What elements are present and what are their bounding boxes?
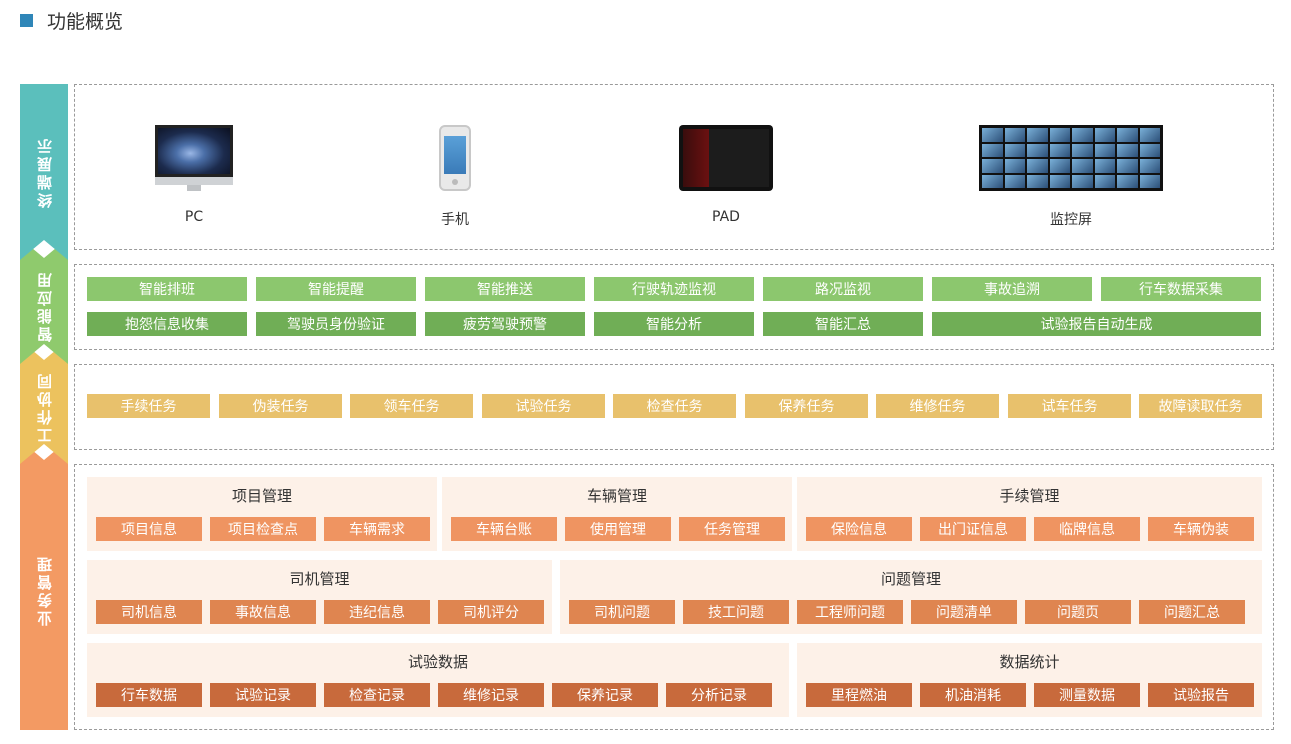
group-test: 试验数据 行车数据 试验记录 检查记录 维修记录 保养记录 分析记录 (87, 643, 789, 717)
task-item[interactable]: 试验任务 (482, 394, 605, 418)
layer-label-work: 工作协同 (20, 340, 68, 464)
task-item[interactable]: 试车任务 (1008, 394, 1131, 418)
monitor-wall-icon (979, 125, 1163, 191)
device-label: PAD (712, 209, 740, 225)
smart-item[interactable]: 智能汇总 (763, 312, 923, 336)
smart-item[interactable]: 行车数据采集 (1101, 277, 1261, 301)
smart-item[interactable]: 驾驶员身份验证 (256, 312, 416, 336)
module-item[interactable]: 机油消耗 (920, 683, 1026, 707)
group-title: 试验数据 (87, 651, 789, 672)
phone-icon (439, 125, 471, 191)
device-pc: PC (155, 125, 233, 225)
module-item[interactable]: 测量数据 (1034, 683, 1140, 707)
module-item[interactable]: 事故信息 (210, 600, 316, 624)
module-item[interactable]: 试验记录 (210, 683, 316, 707)
task-item[interactable]: 伪装任务 (219, 394, 342, 418)
group-title: 数据统计 (797, 651, 1262, 672)
module-item[interactable]: 项目检查点 (210, 517, 316, 541)
group-title: 项目管理 (87, 485, 437, 506)
device-label: 手机 (441, 209, 469, 229)
work-section: 手续任务 伪装任务 领车任务 试验任务 检查任务 保养任务 维修任务 试车任务 … (74, 364, 1274, 450)
module-item[interactable]: 任务管理 (679, 517, 785, 541)
device-monitor: 监控屏 (979, 125, 1163, 229)
group-title: 车辆管理 (442, 485, 792, 506)
group-vehicle: 车辆管理 车辆台账 使用管理 任务管理 (442, 477, 792, 551)
group-title: 手续管理 (797, 485, 1262, 506)
module-item[interactable]: 保养记录 (552, 683, 658, 707)
module-item[interactable]: 行车数据 (96, 683, 202, 707)
task-item[interactable]: 保养任务 (745, 394, 868, 418)
page-title: 功能概览 (47, 7, 123, 34)
task-item[interactable]: 维修任务 (876, 394, 999, 418)
module-item[interactable]: 保险信息 (806, 517, 912, 541)
module-item[interactable]: 问题汇总 (1139, 600, 1245, 624)
layer-label-terminal: 终端展示 (20, 84, 68, 260)
module-item[interactable]: 试验报告 (1148, 683, 1254, 707)
task-item[interactable]: 检查任务 (613, 394, 736, 418)
module-item[interactable]: 使用管理 (565, 517, 671, 541)
smart-item[interactable]: 路况监视 (763, 277, 923, 301)
module-item[interactable]: 司机问题 (569, 600, 675, 624)
smart-item[interactable]: 智能推送 (425, 277, 585, 301)
layer-label-smart: 智能应用 (20, 238, 68, 364)
device-label: 监控屏 (1050, 209, 1092, 229)
smart-item[interactable]: 事故追溯 (932, 277, 1092, 301)
tablet-icon (679, 125, 773, 191)
imac-icon (155, 125, 233, 191)
module-item[interactable]: 车辆伪装 (1148, 517, 1254, 541)
module-item[interactable]: 出门证信息 (920, 517, 1026, 541)
module-item[interactable]: 临牌信息 (1034, 517, 1140, 541)
header-square-icon (20, 14, 33, 27)
layer-label-business-text: 业务管理 (34, 554, 55, 626)
task-item[interactable]: 故障读取任务 (1139, 394, 1262, 418)
terminal-section: PC 手机 PAD 监控屏 (74, 84, 1274, 250)
module-item[interactable]: 问题页 (1025, 600, 1131, 624)
group-driver: 司机管理 司机信息 事故信息 违纪信息 司机评分 (87, 560, 552, 634)
group-issue: 问题管理 司机问题 技工问题 工程师问题 问题清单 问题页 问题汇总 (560, 560, 1262, 634)
module-item[interactable]: 维修记录 (438, 683, 544, 707)
module-item[interactable]: 车辆台账 (451, 517, 557, 541)
smart-item[interactable]: 智能提醒 (256, 277, 416, 301)
module-item[interactable]: 问题清单 (911, 600, 1017, 624)
module-item[interactable]: 司机评分 (438, 600, 544, 624)
device-label: PC (185, 209, 203, 225)
smart-item[interactable]: 行驶轨迹监视 (594, 277, 754, 301)
module-item[interactable]: 技工问题 (683, 600, 789, 624)
smart-item[interactable]: 试验报告自动生成 (932, 312, 1261, 336)
task-item[interactable]: 手续任务 (87, 394, 210, 418)
layer-label-smart-text: 智能应用 (34, 270, 55, 342)
smart-item[interactable]: 疲劳驾驶预警 (425, 312, 585, 336)
device-phone: 手机 (439, 125, 471, 229)
smart-item[interactable]: 智能分析 (594, 312, 754, 336)
smart-item[interactable]: 智能排班 (87, 277, 247, 301)
task-item[interactable]: 领车任务 (350, 394, 473, 418)
module-item[interactable]: 分析记录 (666, 683, 772, 707)
module-item[interactable]: 项目信息 (96, 517, 202, 541)
group-title: 问题管理 (560, 568, 1262, 589)
module-item[interactable]: 里程燃油 (806, 683, 912, 707)
layer-label-work-text: 工作协同 (34, 371, 55, 443)
group-project: 项目管理 项目信息 项目检查点 车辆需求 (87, 477, 437, 551)
layer-label-business: 业务管理 (20, 440, 68, 730)
device-pad: PAD (679, 125, 773, 225)
module-item[interactable]: 违纪信息 (324, 600, 430, 624)
module-item[interactable]: 工程师问题 (797, 600, 903, 624)
business-section: 项目管理 项目信息 项目检查点 车辆需求 车辆管理 车辆台账 使用管理 任务管理… (74, 464, 1274, 730)
module-item[interactable]: 车辆需求 (324, 517, 430, 541)
layer-label-terminal-text: 终端展示 (34, 136, 55, 208)
group-procedure: 手续管理 保险信息 出门证信息 临牌信息 车辆伪装 (797, 477, 1262, 551)
smart-item[interactable]: 抱怨信息收集 (87, 312, 247, 336)
module-item[interactable]: 司机信息 (96, 600, 202, 624)
smart-section: 智能排班 智能提醒 智能推送 行驶轨迹监视 路况监视 事故追溯 行车数据采集 抱… (74, 264, 1274, 350)
group-stats: 数据统计 里程燃油 机油消耗 测量数据 试验报告 (797, 643, 1262, 717)
header: 功能概览 (20, 8, 123, 32)
group-title: 司机管理 (87, 568, 552, 589)
module-item[interactable]: 检查记录 (324, 683, 430, 707)
